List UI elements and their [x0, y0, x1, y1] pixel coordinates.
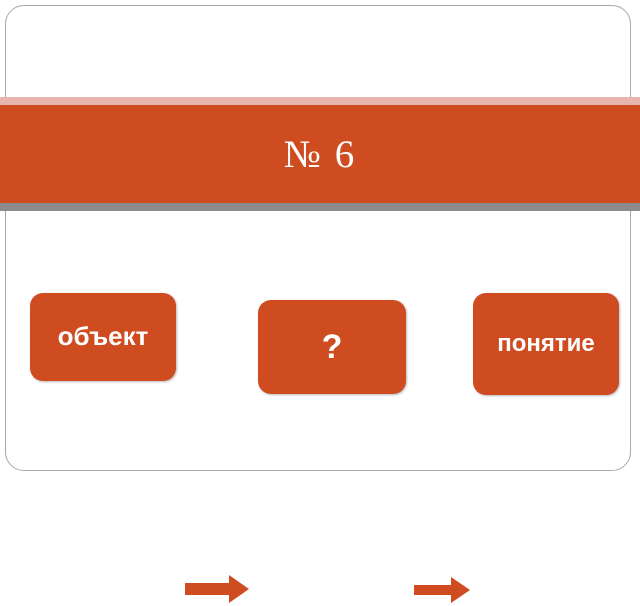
flow-node-unknown[interactable]: ?: [258, 300, 406, 394]
title-banner-top-accent-band: [0, 97, 640, 105]
slide-title: № 6: [283, 132, 357, 176]
title-banner-bottom-divider-band: [0, 203, 640, 211]
flow-node-concept[interactable]: понятие: [473, 293, 619, 395]
flow-diagram: объект ? понятие: [0, 240, 640, 603]
right-arrow-icon: [414, 577, 470, 603]
right-arrow-icon: [185, 575, 249, 603]
presentation-slide: № 6 объект ? понятие: [0, 5, 640, 603]
flow-node-object[interactable]: объект: [30, 293, 176, 381]
title-banner: № 6: [0, 97, 640, 211]
title-banner-main-band: [0, 105, 640, 203]
